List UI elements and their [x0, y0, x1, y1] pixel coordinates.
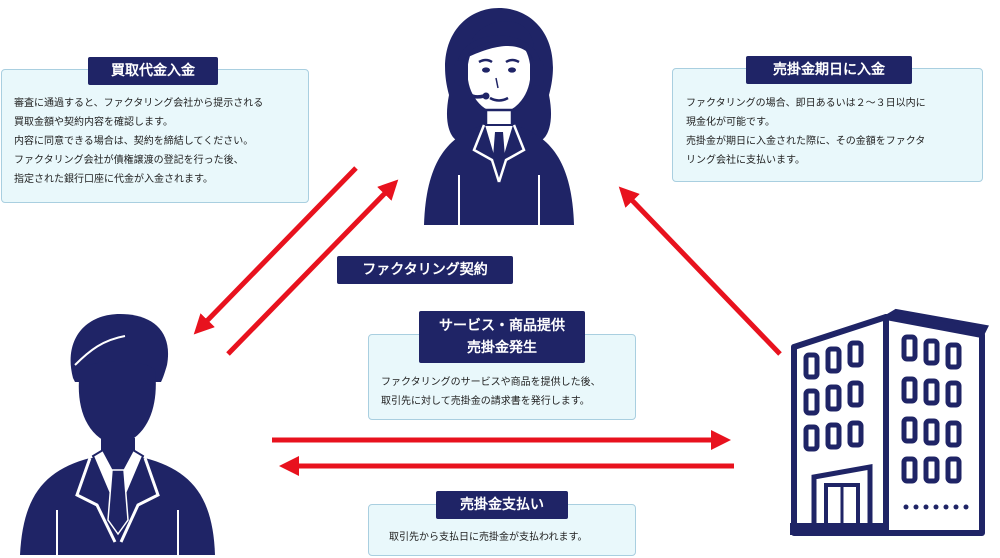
client-building-icon [790, 308, 989, 536]
service-box: ファクタリングのサービスや商品を提供した後、 取引先に対して売掛金の請求書を発行… [368, 334, 636, 420]
purchase-payment-line-4: ファクタリング会社が債権譲渡の登記を行った後、 [14, 155, 244, 166]
arrow-client-to-operator [618, 186, 782, 356]
purchase-payment-line-3: 内容に同意できる場合は、契約を締結してください。 [14, 136, 254, 147]
purchase-payment-label: 買取代金入金 [88, 57, 218, 85]
due-date-payment-box: ファクタリングの場合、即日あるいは２～３日以内に 現金化が可能です。 売掛金が期… [672, 68, 983, 182]
service-line-1: ファクタリングのサービスや商品を提供した後、 [381, 377, 601, 388]
purchase-payment-box: 審査に通過すると、ファクタリング会社から提示される 買取金額や契約内容を確認しま… [1, 69, 309, 203]
receivable-payment-line-1: 取引先から支払日に売掛金が支払われます。 [389, 532, 588, 543]
due-date-line-4: リング会社に支払います。 [686, 155, 805, 166]
due-date-line-2: 現金化が可能です。 [686, 117, 775, 128]
businessman-icon [20, 314, 215, 555]
receivable-payment-label: 売掛金支払い [436, 491, 568, 519]
factoring-contract-label: ファクタリング契約 [337, 256, 513, 284]
service-line-2: 取引先に対して売掛金の請求書を発行します。 [381, 396, 590, 407]
service-label: サービス・商品提供 売掛金発生 [419, 311, 585, 363]
purchase-payment-line-5: 指定された銀行口座に代金が入金されます。 [14, 174, 213, 185]
service-label-line-2: 売掛金発生 [467, 340, 537, 356]
purchase-payment-line-1: 審査に通過すると、ファクタリング会社から提示される [14, 98, 264, 109]
arrow-operator-to-business [193, 166, 358, 335]
service-label-line-1: サービス・商品提供 [439, 318, 565, 334]
factoring-operator-icon [424, 8, 574, 225]
purchase-payment-line-2: 買取金額や契約内容を確認します。 [14, 117, 173, 128]
due-date-line-3: 売掛金が期日に入金された際に、その金額をファクタ [686, 136, 926, 147]
due-date-payment-label: 売掛金期日に入金 [746, 56, 912, 84]
due-date-line-1: ファクタリングの場合、即日あるいは２～３日以内に [686, 98, 926, 109]
arrow-business-to-operator [226, 179, 399, 356]
